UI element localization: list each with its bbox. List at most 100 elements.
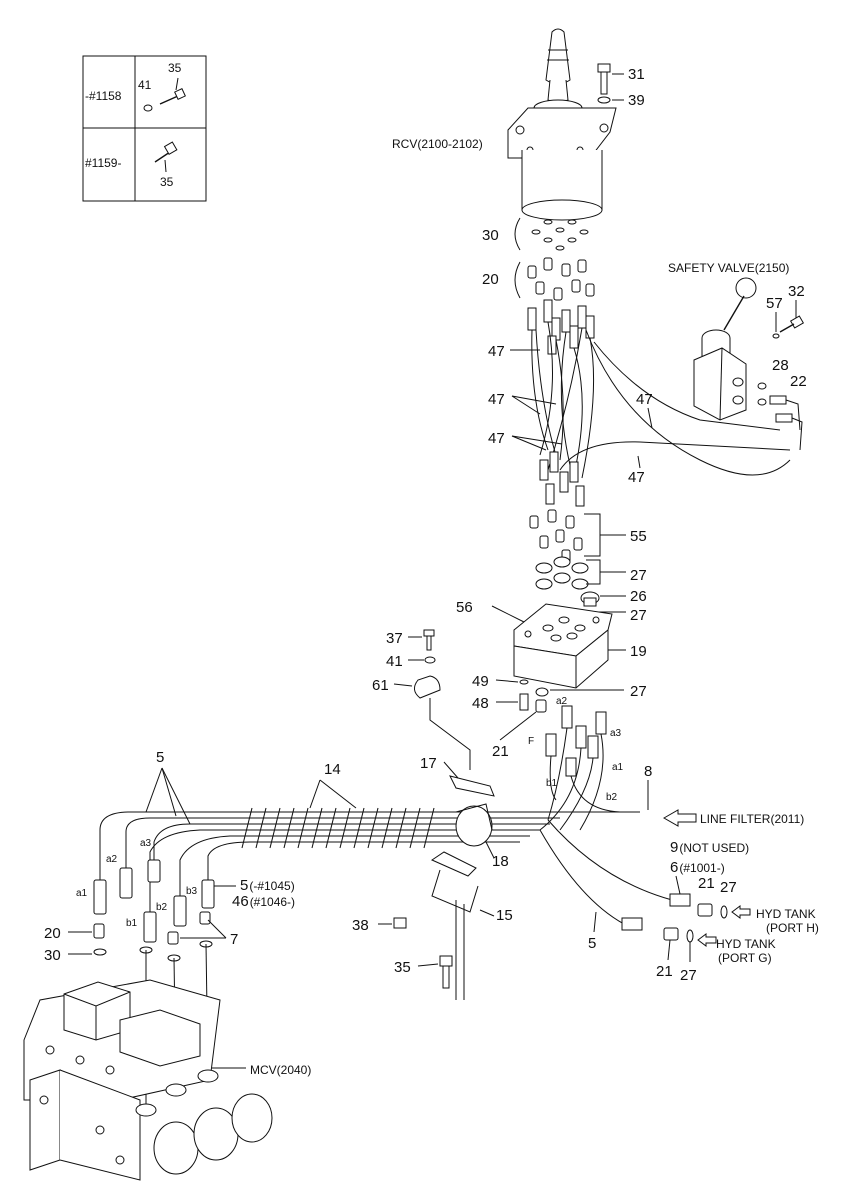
callout-5-c: 5: [588, 935, 596, 952]
callout-39: 39: [628, 92, 645, 109]
fittings-20-icon: [527, 257, 595, 301]
safety-valve: [693, 277, 757, 421]
bolt-48-icon: [519, 693, 529, 711]
label-hyd-tank-h-2: (PORT H): [766, 921, 819, 935]
washer-39-icon: [597, 96, 611, 104]
hose-bundle-14: [99, 807, 640, 912]
callout-57: 57: [766, 295, 783, 312]
callout-8: 8: [644, 763, 652, 780]
callout-15: 15: [496, 907, 513, 924]
label-hyd-tank-g-2: (PORT G): [718, 951, 772, 965]
port-label-a1: a1: [76, 888, 88, 899]
label-safety-valve: SAFETY VALVE(2150): [668, 261, 789, 275]
callout-20-b: 20: [44, 925, 61, 942]
label-hyd-tank-g-1: HYD TANK: [716, 937, 776, 951]
port-hoses-rcv: [539, 705, 640, 831]
callout-47-a: 47: [488, 343, 505, 360]
arrow-right-h-icon: [731, 905, 751, 919]
callout-6-note: (#1001-): [679, 861, 724, 875]
fitting-21-b: [697, 903, 713, 917]
fitting-21-c: [663, 927, 679, 941]
bracket-15-icon: [430, 851, 479, 1000]
callout-21-a: 21: [492, 743, 509, 760]
callout-18: 18: [492, 853, 509, 870]
callout-41: 41: [386, 653, 403, 670]
label-line-filter: LINE FILTER(2011): [700, 812, 804, 826]
callout-38: 38: [352, 917, 369, 934]
callout-21-b: 21: [698, 875, 715, 892]
callout-47-e: 47: [628, 469, 645, 486]
inset-washer-icon: [143, 104, 153, 112]
fittings-22-icon: [769, 395, 803, 451]
washer-57-icon: [772, 333, 780, 339]
rcv-joystick: [507, 28, 617, 221]
arrow-right-g-icon: [697, 933, 717, 947]
callout-21-c: 21: [656, 963, 673, 980]
nut-38-icon: [393, 917, 407, 929]
callout-9-note: (NOT USED): [679, 841, 749, 855]
callout-31: 31: [628, 66, 645, 83]
washer-49-icon: [519, 679, 529, 685]
port-label-b2-top: b2: [606, 792, 618, 803]
callout-5-b-note: (-#1045): [249, 879, 294, 893]
callout-14: 14: [324, 761, 341, 778]
label-mcv: MCV(2040): [250, 1063, 311, 1077]
callout-6: 6: [670, 859, 678, 876]
port-label-b1: b1: [126, 918, 138, 929]
plug-26-icon: [580, 591, 600, 607]
bolt-32-icon: [779, 315, 805, 333]
callout-55: 55: [630, 528, 647, 545]
port-label-a1-top: a1: [612, 762, 624, 773]
port-label-b2: b2: [156, 902, 168, 913]
hose-end-5: [621, 917, 643, 931]
inset-bolt2-icon: [154, 141, 178, 173]
fittings-55-icon: [529, 509, 583, 563]
orings-30-icon: [531, 219, 589, 251]
port-label-f: F: [528, 736, 534, 747]
bracket-17-icon: [449, 775, 495, 797]
callout-47-c: 47: [488, 430, 505, 447]
inset-row2-part-35: 35: [160, 175, 174, 189]
callout-27-e: 27: [680, 967, 697, 984]
callout-46-note: (#1046-): [250, 895, 295, 909]
callout-9: 9: [670, 839, 678, 856]
label-rcv: RCV(2100-2102): [392, 137, 483, 151]
callout-5-a: 5: [156, 749, 164, 766]
callout-28: 28: [772, 357, 789, 374]
callout-27-d: 27: [720, 879, 737, 896]
callout-20: 20: [482, 271, 499, 288]
mcv-body: [23, 979, 273, 1181]
callout-32: 32: [788, 283, 805, 300]
port-label-b3: b3: [186, 886, 198, 897]
bolt-37-icon: [423, 629, 435, 651]
arrow-left-icon: [662, 809, 697, 827]
port-label-b1-top: b1: [546, 778, 558, 789]
callout-27-b: 27: [630, 607, 647, 624]
inset-serial-row2: #1159-: [85, 156, 121, 170]
port-label-a2: a2: [106, 854, 118, 865]
oring-28-icon: [757, 382, 767, 390]
inset-bolt-icon: [159, 77, 186, 105]
hose-end-9-6: [669, 893, 691, 907]
inset-row1-part-35: 35: [168, 61, 182, 75]
callout-46: 46: [232, 893, 249, 910]
port-label-a3: a3: [140, 838, 152, 849]
callout-35: 35: [394, 959, 411, 976]
callout-22: 22: [790, 373, 807, 390]
callout-7: 7: [230, 931, 238, 948]
orings-27-icon: [535, 556, 589, 590]
callout-47-d: 47: [636, 391, 653, 408]
callout-48: 48: [472, 695, 489, 712]
washer-41-icon: [424, 656, 436, 664]
port-label-a3-top: a3: [610, 728, 622, 739]
callout-26: 26: [630, 588, 647, 605]
bolt-31-icon: [597, 63, 611, 95]
callout-19: 19: [630, 643, 647, 660]
callout-17: 17: [420, 755, 437, 772]
callout-5-b: 5: [240, 877, 248, 894]
callout-30: 30: [482, 227, 499, 244]
port-label-a2-top: a2: [556, 696, 568, 707]
callout-47-b: 47: [488, 391, 505, 408]
inset-row1-part-41: 41: [138, 78, 152, 92]
